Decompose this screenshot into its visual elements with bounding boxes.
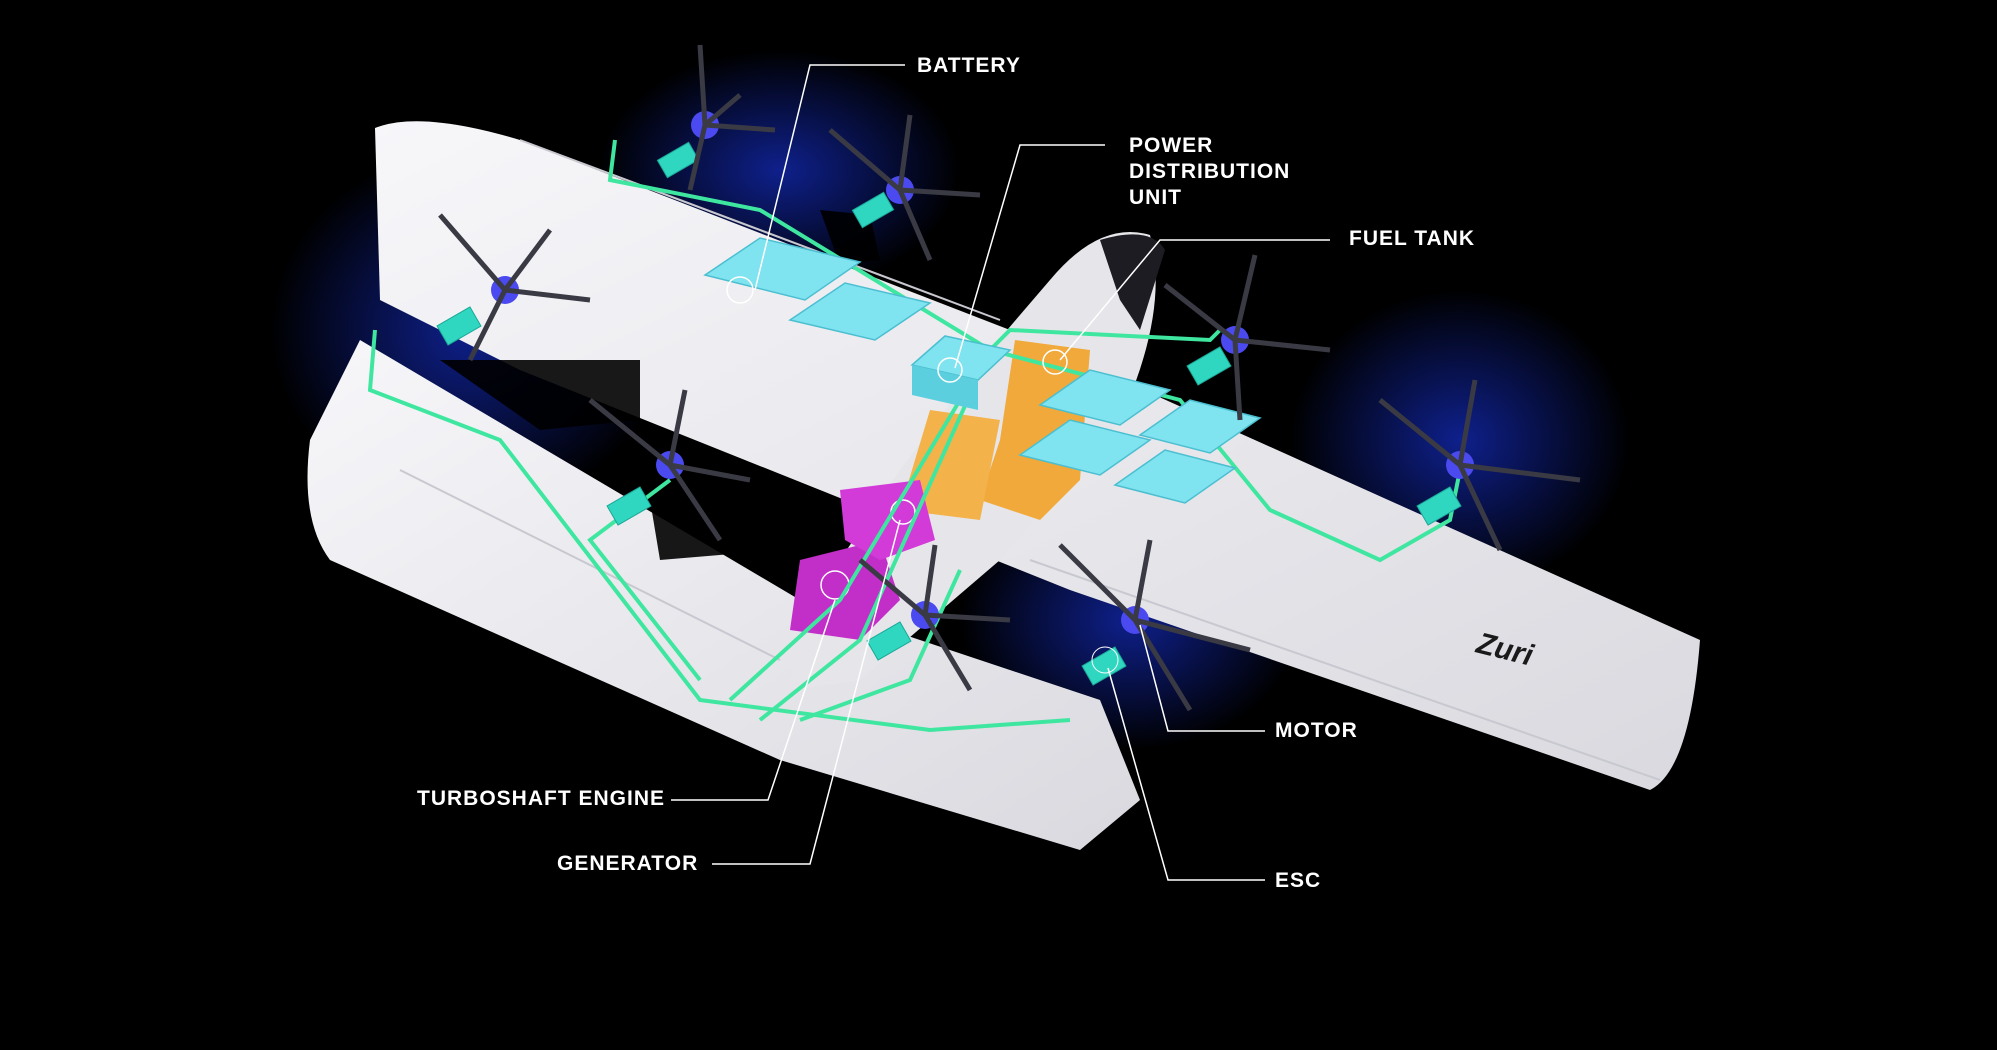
leader-generator [712,519,901,865]
leader-turboshaft [671,599,836,801]
label-fuel-tank: FUEL TANK [1349,227,1476,250]
motor-3 [828,114,981,261]
wiring [367,139,1462,733]
label-generator: GENERATOR [557,852,699,875]
leader-pdu [954,144,1105,369]
escs [436,141,1462,686]
motors-propellers [438,44,1581,712]
leader-battery [754,64,905,291]
power-distribution-unit [910,335,1068,410]
leader-lines [671,64,1330,881]
canopy [1100,234,1165,330]
leader-fuel [1059,239,1330,361]
label-pdu-line3: UNIT [1129,186,1182,209]
leader-esc [1107,667,1265,881]
label-pdu-line2: DISTRIBUTION [1129,160,1291,183]
label-battery: BATTERY [917,54,1021,77]
motor-8 [1058,539,1251,712]
motor-6 [1378,379,1581,552]
motor-7 [858,544,1011,692]
motor-5 [1163,254,1331,421]
label-esc: ESC [1275,869,1322,892]
batteries [703,237,1262,504]
label-motor: MOTOR [1275,719,1358,742]
label-power-distribution-unit: POWER DISTRIBUTION UNIT [1129,133,1290,211]
motor-1 [438,213,591,362]
rear-wing [307,340,1140,850]
motor-2 [687,44,776,191]
motor-4 [588,389,751,542]
label-pdu-line1: POWER [1129,134,1214,157]
label-turboshaft-engine: TURBOSHAFT ENGINE [417,787,665,810]
leader-motor [1139,624,1265,732]
